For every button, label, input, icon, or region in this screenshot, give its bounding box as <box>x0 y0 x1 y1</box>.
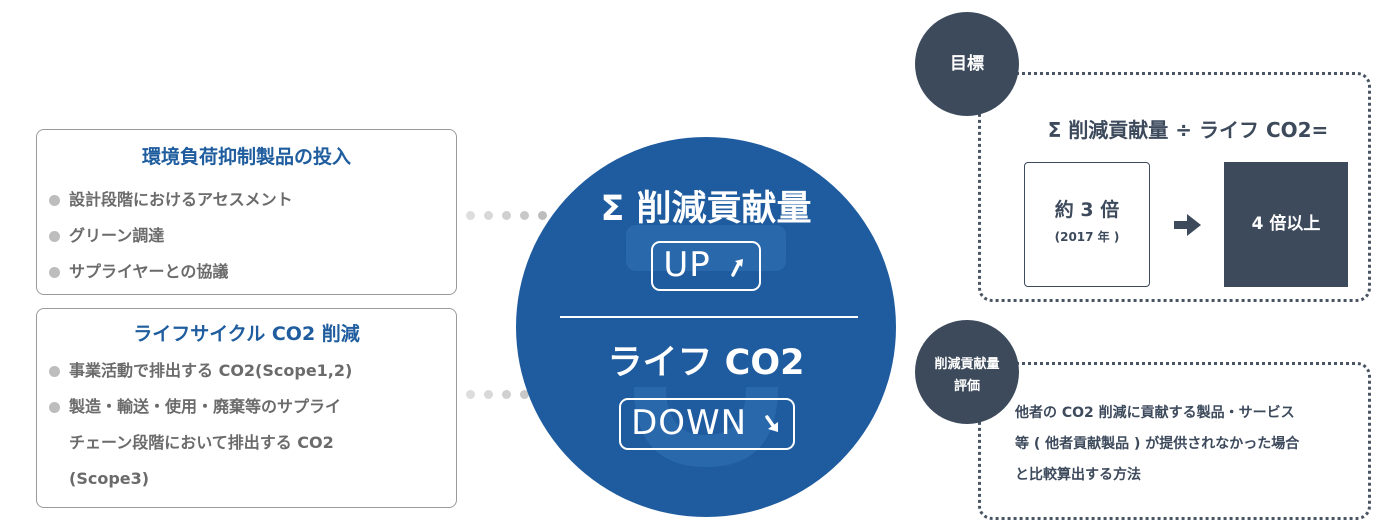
down-badge: DOWN <box>619 398 795 450</box>
up-badge: UP <box>651 241 761 291</box>
left-box-1-title: 環境負荷抑制製品の投入 <box>141 146 351 168</box>
watermark-logo <box>626 225 786 467</box>
left-box-2-list: 事業活動で排出する CO2(Scope1,2) 製造・輸送・使用・廃棄等のサプラ… <box>49 353 448 497</box>
bullet-icon <box>49 366 60 377</box>
list-item: サプライヤーとの協議 <box>49 254 448 290</box>
target-formula: Σ 削減貢献量 ÷ ライフ CO2= <box>1047 118 1329 142</box>
left-box-lifecycle-co2: ライフサイクル CO2 削減 事業活動で排出する CO2(Scope1,2) 製… <box>36 308 457 508</box>
goal-value-box: 4 倍以上 <box>1224 162 1348 287</box>
list-item-continuation: (Scope3) <box>69 469 150 488</box>
reduction-contribution-label: Σ 削減貢献量 <box>600 189 812 229</box>
current-year: (2017 年 ) <box>1054 230 1120 244</box>
central-circle: Σ 削減貢献量 UP ライフ CO2 DOWN <box>516 137 896 517</box>
current-value: 約 3 倍 <box>1054 199 1120 221</box>
evaluation-description: 他者の CO2 削減に貢献する製品・サービス 等 ( 他者貢献製品 ) が提供さ… <box>1015 405 1300 483</box>
arrow-down-icon <box>765 415 778 432</box>
list-item: 設計段階におけるアセスメント <box>49 182 448 218</box>
list-item: 製造・輸送・使用・廃棄等のサプライ <box>49 389 448 425</box>
left-box-eco-products: 環境負荷抑制製品の投入 設計段階におけるアセスメント グリーン調達 サプライヤー… <box>36 129 457 295</box>
left-box-2-title: ライフサイクル CO2 削減 <box>133 323 360 345</box>
arrow-right-icon <box>1174 214 1201 236</box>
list-item: 事業活動で排出する CO2(Scope1,2) <box>49 353 448 389</box>
arrow-up-icon <box>730 259 743 277</box>
list-item: グリーン調達 <box>49 218 448 254</box>
evaluation-panel <box>978 362 1371 520</box>
current-value-box: 約 3 倍 (2017 年 ) <box>1024 162 1150 287</box>
bullet-icon <box>49 231 60 242</box>
bullet-icon <box>49 267 60 278</box>
bullet-icon <box>49 195 60 206</box>
circle-divider <box>560 316 858 318</box>
list-item-continuation: チェーン段階において排出する CO2 <box>69 433 334 452</box>
evaluation-badge: 削減貢献量 評価 <box>915 320 1019 424</box>
left-box-1-list: 設計段階におけるアセスメント グリーン調達 サプライヤーとの協議 <box>49 182 448 290</box>
bullet-icon <box>49 402 60 413</box>
life-co2-label: ライフ CO2 <box>607 343 805 383</box>
target-badge: 目標 <box>915 12 1019 116</box>
